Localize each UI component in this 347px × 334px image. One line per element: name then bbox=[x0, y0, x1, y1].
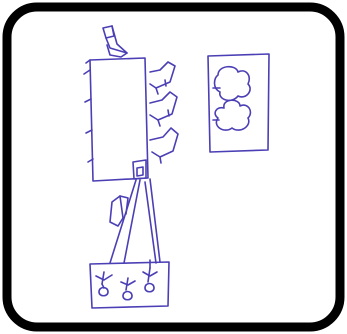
card-frame bbox=[7, 7, 340, 327]
